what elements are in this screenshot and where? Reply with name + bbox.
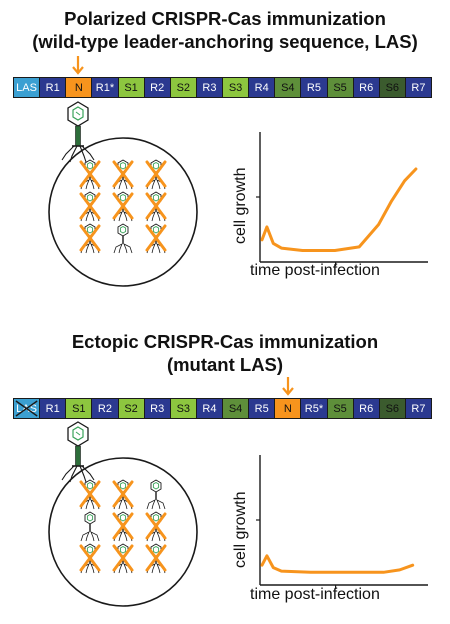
array-segment-r1: R1 xyxy=(40,399,67,418)
array-segment-r2: R2 xyxy=(92,399,119,418)
growth-plot xyxy=(256,132,428,266)
array-segment-s6: S6 xyxy=(379,399,406,418)
array-segment-n: N xyxy=(275,399,302,418)
array-segment-s2: S2 xyxy=(118,399,145,418)
x-axis-label: time post-infection xyxy=(250,262,380,279)
y-axis-label: cell growth xyxy=(232,491,249,568)
blocked-phage-icon xyxy=(145,159,167,190)
blocked-phage-icon xyxy=(145,191,167,222)
array-segment-n: N xyxy=(66,78,93,97)
array-segment-s5: S5 xyxy=(327,399,354,418)
blocked-phage-icon xyxy=(145,543,167,574)
acquisition-arrow-icon xyxy=(282,377,294,396)
array-segment-r6: R6 xyxy=(353,399,380,418)
phage-icon xyxy=(113,223,133,254)
array-segment-r4: R4 xyxy=(196,399,223,418)
blocked-phage-icon xyxy=(112,191,134,222)
array-segment-r5-star: R5* xyxy=(301,399,328,418)
panel-title-line1: Polarized CRISPR-Cas immunization xyxy=(64,8,386,29)
array-segment-s1: S1 xyxy=(118,78,145,97)
array-segment-r5: R5 xyxy=(249,399,276,418)
blocked-phage-icon xyxy=(79,159,101,190)
array-segment-r3: R3 xyxy=(144,399,171,418)
y-axis-label: cell growth xyxy=(232,167,249,244)
phage-icon xyxy=(146,479,166,510)
array-segment-r4: R4 xyxy=(249,78,276,97)
array-segment-s1: S1 xyxy=(66,399,93,418)
array-segment-s3: S3 xyxy=(170,399,197,418)
panel-title-line1: Ectopic CRISPR-Cas immunization xyxy=(71,331,379,352)
blocked-phage-icon xyxy=(112,511,134,542)
array-segment-s3: S3 xyxy=(223,78,250,97)
array-segment-r1-star: R1* xyxy=(92,78,119,97)
blocked-phage-icon xyxy=(79,223,101,254)
las-mutation-cross-icon xyxy=(15,400,38,417)
blocked-phage-icon xyxy=(145,223,167,254)
blocked-phage-icon xyxy=(112,479,134,510)
blocked-phage-icon xyxy=(145,511,167,542)
array-segment-las: LAS xyxy=(14,399,41,418)
growth-plot xyxy=(256,455,428,589)
cell-membrane xyxy=(48,137,198,287)
array-segment-s2: S2 xyxy=(170,78,197,97)
growth-curve xyxy=(260,554,415,574)
array-segment-r7: R7 xyxy=(405,78,431,97)
array-segment-r3: R3 xyxy=(196,78,223,97)
infected-cell xyxy=(48,101,198,287)
blocked-phage-icon xyxy=(112,159,134,190)
cell-membrane xyxy=(48,457,198,607)
x-axis-label: time post-infection xyxy=(250,586,380,603)
array-segment-s6: S6 xyxy=(379,78,406,97)
blocked-phage-icon xyxy=(79,191,101,222)
array-segment-s4: S4 xyxy=(275,78,302,97)
panel-title-line2: (wild-type leader-anchoring sequence, LA… xyxy=(32,31,418,52)
array-segment-r1: R1 xyxy=(40,78,67,97)
injecting-phage-icon xyxy=(61,101,95,163)
blocked-phage-icon xyxy=(79,479,101,510)
blocked-phage-icon xyxy=(112,543,134,574)
panel-title-line2: (mutant LAS) xyxy=(166,354,284,375)
infected-cell xyxy=(48,421,198,607)
array-segment-r7: R7 xyxy=(405,399,431,418)
injecting-phage-icon xyxy=(61,421,95,483)
array-segment-r6: R6 xyxy=(353,78,380,97)
acquisition-arrow-icon xyxy=(72,56,85,75)
growth-curve xyxy=(260,167,418,252)
array-segment-las: LAS xyxy=(14,78,41,97)
panel-polarized: Polarized CRISPR-Cas immunization (wild-… xyxy=(13,8,432,287)
blocked-phage-icon xyxy=(79,543,101,574)
array-segment-r2: R2 xyxy=(144,78,171,97)
array-segment-r5: R5 xyxy=(301,78,328,97)
array-segment-s4: S4 xyxy=(223,399,250,418)
array-segment-s5: S5 xyxy=(327,78,354,97)
phage-icon xyxy=(80,511,100,542)
panel-ectopic: Ectopic CRISPR-Cas immunization (mutant … xyxy=(0,312,450,624)
